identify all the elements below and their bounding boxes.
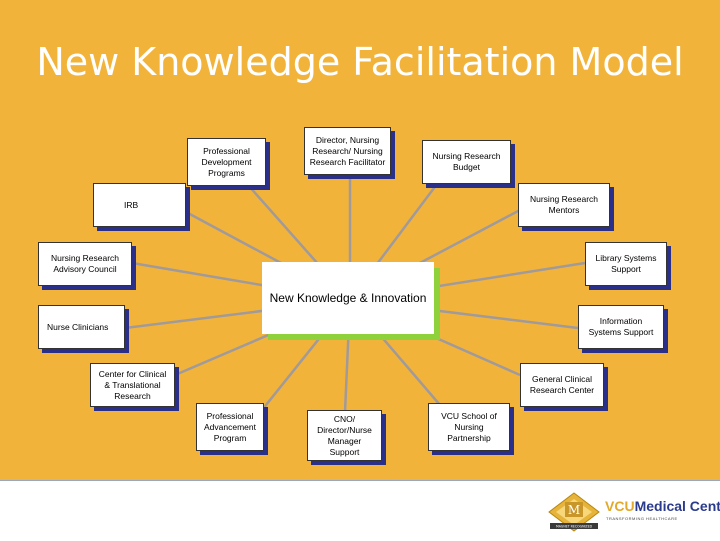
node-information-systems: Information Systems Support — [578, 305, 664, 349]
vcu-tagline: TRANSFORMING HEALTHCARE — [606, 516, 678, 521]
magnet-logo-badge: MAGNET RECOGNIZED — [556, 525, 593, 529]
node-professional-advancement: Professional Advancement Program — [196, 403, 264, 451]
vcu-brand-prefix: VCU — [605, 498, 635, 514]
node-nurse-clinicians: Nurse Clinicians — [38, 305, 125, 349]
center-node: New Knowledge & Innovation — [262, 262, 434, 334]
node-irb: IRB — [93, 183, 186, 227]
footer-bar — [0, 480, 720, 541]
magnet-logo-letter: M — [568, 503, 580, 517]
node-general-clinical: General Clinical Research Center — [520, 363, 604, 407]
slide-title: New Knowledge Facilitation Model — [36, 40, 684, 84]
center-label: New Knowledge & Innovation — [269, 290, 427, 305]
node-cno: CNO/ Director/Nurse Manager Support — [307, 410, 382, 461]
node-nursing-research-budget: Nursing Research Budget — [422, 140, 511, 184]
node-nursing-research-mentors: Nursing Research Mentors — [518, 183, 610, 227]
node-vcu-school: VCU School of Nursing Partnership — [428, 403, 510, 451]
vcu-brand-name: Medical Center — [634, 498, 720, 514]
node-advisory-council: Nursing Research Advisory Council — [38, 242, 132, 286]
node-library-systems: Library Systems Support — [585, 242, 667, 286]
node-professional-development: Professional Development Programs — [187, 138, 266, 186]
node-clinical-translational: Center for Clinical & Translational Rese… — [90, 363, 175, 407]
node-director: Director, Nursing Research/ Nursing Rese… — [304, 127, 391, 175]
vcu-medical-center-logo: VCUMedical Center — [605, 498, 720, 514]
magnet-logo-icon: M MAGNET RECOGNIZED — [548, 492, 600, 532]
